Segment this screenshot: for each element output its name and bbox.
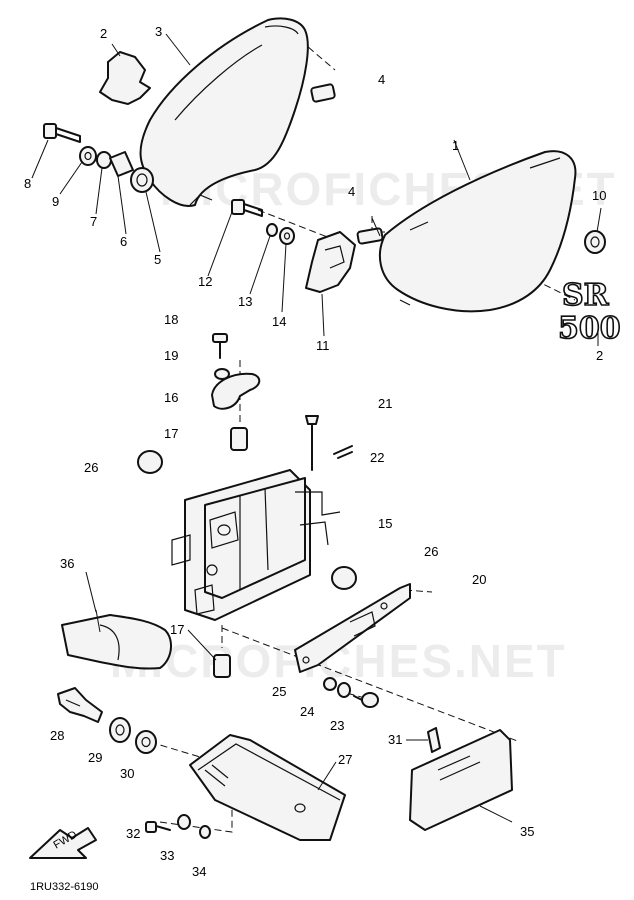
callout-21: 21: [378, 396, 392, 411]
callout-33: 33: [160, 848, 174, 863]
bracket-part-11: [305, 231, 356, 293]
callout-9: 9: [52, 194, 59, 209]
collar-part-7: [96, 151, 112, 169]
bolt-part-23: [353, 692, 379, 708]
callout-2-upper: 2: [100, 26, 107, 41]
callout-31: 31: [388, 732, 402, 747]
callout-leader-lines: [31, 33, 602, 823]
callout-27: 27: [338, 752, 352, 767]
left-side-cover-part-3: [139, 17, 309, 207]
callout-24: 24: [300, 704, 314, 719]
washer-part-34: [199, 825, 211, 839]
damper-part-17-lower: [213, 654, 231, 678]
battery-case-part-27: [189, 734, 346, 841]
sr500-emblem-part-2: SR 500: [557, 277, 621, 347]
washer-part-13: [266, 223, 278, 237]
washer-part-30: [135, 730, 157, 754]
callout-8: 8: [24, 176, 31, 191]
washer-part-9: [79, 146, 97, 166]
right-side-cover-part-1: [378, 150, 577, 313]
svg-text:500: 500: [558, 311, 621, 346]
callout-17-lower: 17: [170, 622, 184, 637]
washer-part-25: [323, 677, 337, 691]
screw-part-32: [145, 821, 171, 833]
callout-14: 14: [272, 314, 286, 329]
washer-part-24: [337, 682, 351, 698]
callout-35: 35: [520, 824, 534, 839]
label-part-35: [409, 729, 513, 831]
callout-26-right: 26: [424, 544, 438, 559]
callout-numbers: 2 3 4 1 4 10 2 8 9 7 6 5 12 13 14 11 18 …: [24, 24, 606, 879]
callout-6: 6: [120, 234, 127, 249]
stay-part-20: [294, 583, 411, 673]
callout-32: 32: [126, 826, 140, 841]
callout-26-left: 26: [84, 460, 98, 475]
grommet-part-26-right: [331, 566, 357, 590]
callout-1: 1: [452, 138, 459, 153]
callout-29: 29: [88, 750, 102, 765]
callout-11: 11: [316, 338, 330, 353]
callout-10: 10: [592, 188, 606, 203]
diagram-code: 1RU332-6190: [30, 881, 99, 893]
clamp-part-16: [211, 372, 261, 410]
callout-13: 13: [238, 294, 252, 309]
callout-7: 7: [90, 214, 97, 229]
grommet-part-10: [584, 230, 606, 254]
callout-30: 30: [120, 766, 134, 781]
grommet-part-4-upper: [310, 83, 336, 103]
callout-12: 12: [198, 274, 212, 289]
switch-part-28: [57, 687, 103, 723]
callout-25: 25: [272, 684, 286, 699]
collar-part-6: [109, 151, 134, 177]
grommet-part-29: [109, 717, 131, 743]
callout-3: 3: [155, 24, 162, 39]
callout-2-lower: 2: [596, 348, 603, 363]
bolt-part-8: [43, 123, 81, 143]
svg-text:SR: SR: [562, 278, 610, 313]
callout-4-lower: 4: [348, 184, 355, 199]
callout-5: 5: [154, 252, 161, 267]
forward-arrow-icon: FWD: [29, 827, 97, 859]
damper-part-17-upper: [230, 427, 248, 451]
callout-23: 23: [330, 718, 344, 733]
cotter-pin-part-22: [333, 445, 353, 459]
emblem-part-2-upper: [99, 51, 151, 105]
callout-15: 15: [378, 516, 392, 531]
callout-17-upper: 17: [164, 426, 178, 441]
clip-part-31: [427, 727, 441, 753]
callout-22: 22: [370, 450, 384, 465]
callout-34: 34: [192, 864, 206, 879]
grommet-part-26-left: [137, 450, 163, 474]
callout-28: 28: [50, 728, 64, 743]
callout-4-upper: 4: [378, 72, 385, 87]
callout-36: 36: [60, 556, 74, 571]
grommet-part-4-lower: [356, 227, 384, 245]
callout-16: 16: [164, 390, 178, 405]
bolt-part-21: [305, 415, 319, 471]
callout-18: 18: [164, 312, 178, 327]
washer-part-19: [214, 368, 230, 380]
battery-box-part-15: [171, 469, 341, 621]
callout-19: 19: [164, 348, 178, 363]
washer-part-14: [279, 227, 295, 245]
bolt-part-12: [231, 199, 263, 217]
damper-part-5: [130, 167, 154, 193]
callout-20: 20: [472, 572, 486, 587]
cover-part-36: [61, 614, 172, 670]
nut-part-33: [177, 814, 191, 830]
screw-part-18: [212, 333, 228, 359]
